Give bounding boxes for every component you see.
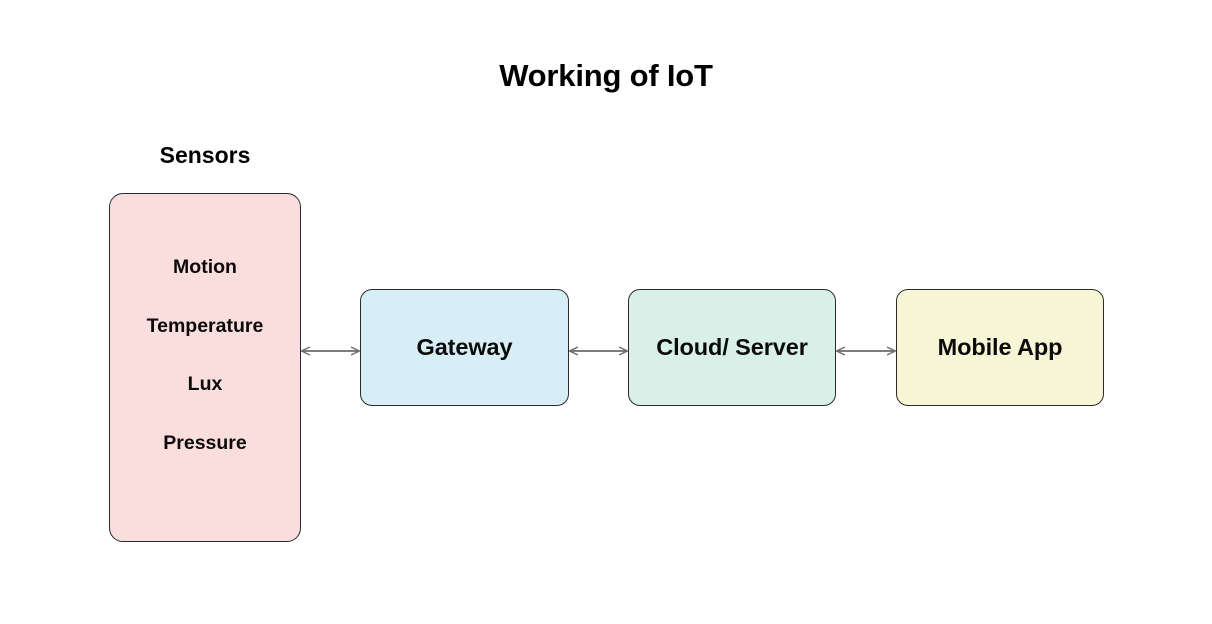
node-cloud-server[interactable]: Cloud/ Server xyxy=(628,289,836,406)
sensor-item-motion: Motion xyxy=(173,256,237,278)
sensor-item-lux: Lux xyxy=(187,373,223,395)
node-sensors[interactable]: Motion Temperature Lux Pressure xyxy=(109,193,301,542)
sensors-group-label: Sensors xyxy=(159,142,251,168)
node-mobile-app[interactable]: Mobile App xyxy=(896,289,1104,406)
sensor-list: Motion Temperature Lux Pressure xyxy=(110,256,300,454)
node-gateway-label: Gateway xyxy=(416,334,513,360)
sensor-item-pressure: Pressure xyxy=(163,431,247,454)
page-title: Working of IoT xyxy=(499,58,713,93)
node-gateway[interactable]: Gateway xyxy=(360,289,569,406)
node-cloud-server-label: Cloud/ Server xyxy=(656,334,808,360)
sensor-item-temperature: Temperature xyxy=(146,314,264,337)
node-mobile-app-label: Mobile App xyxy=(937,334,1063,360)
